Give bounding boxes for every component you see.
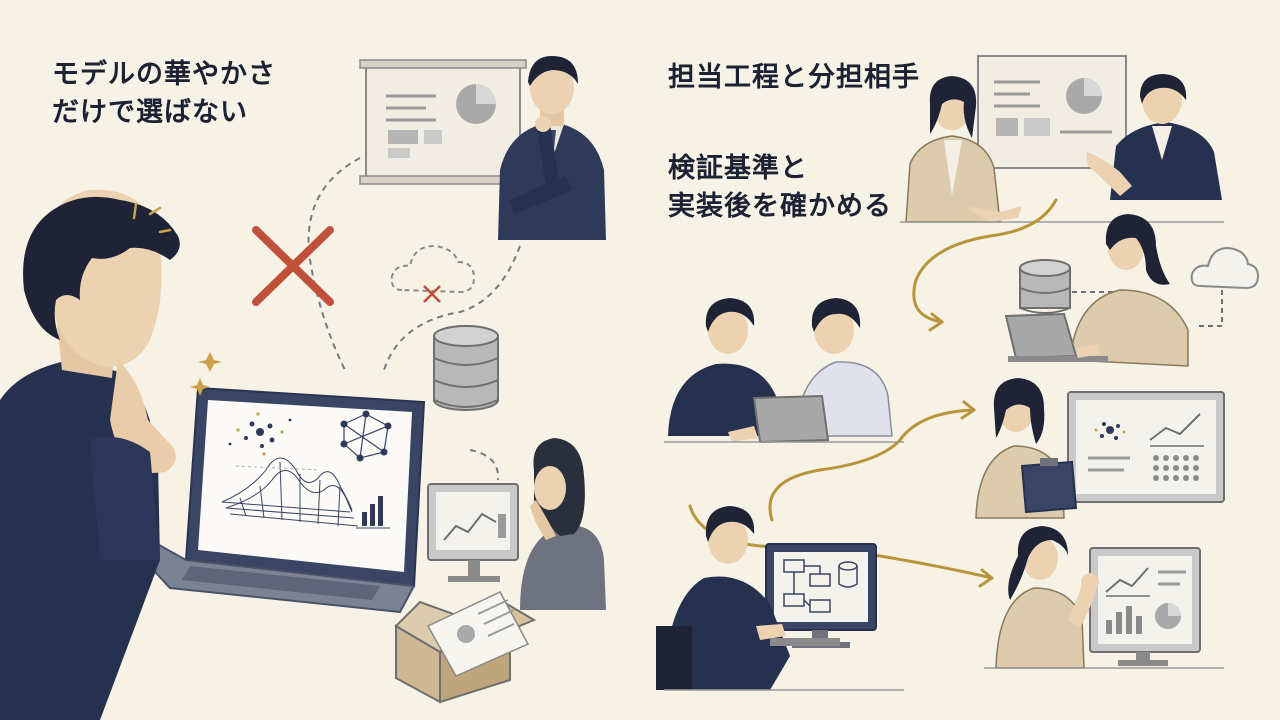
man-hoodie [656, 506, 840, 690]
sparkle-icons [132, 202, 222, 396]
right-caption-2: 検証基準と 実装後を確かめる [668, 150, 892, 226]
right-caption-2-line-2: 実装後を確かめる [668, 191, 892, 222]
surface-plot [221, 457, 359, 527]
database-icon [433, 325, 499, 411]
dashed-link-2 [1196, 290, 1223, 327]
left-caption: モデルの華やかさ だけで選ばない [52, 56, 276, 132]
woman-at-laptop [1004, 214, 1189, 367]
woman-presenter [905, 76, 1022, 223]
businessman-thinking [498, 56, 606, 240]
left-caption-line-2: だけで選ばない [52, 97, 248, 128]
man-presenter [1086, 74, 1222, 200]
red-x-icon [252, 226, 334, 306]
right-caption-1: 担当工程と分担相手 [668, 59, 920, 97]
scatter-cluster [228, 412, 292, 456]
clipboard-icon [1020, 458, 1078, 514]
woman-thinking [520, 438, 606, 610]
presentation-board-right [977, 55, 1127, 169]
database-icon-right [1019, 259, 1071, 314]
dashed-connectors [307, 157, 521, 481]
monitor-scatter [1067, 391, 1225, 503]
network-graph [340, 410, 392, 462]
presentation-board [359, 59, 527, 185]
woman-clipboard [975, 378, 1078, 519]
monitor-charts [1089, 547, 1201, 666]
woman-cheering [995, 526, 1099, 669]
laptop-left [142, 386, 426, 614]
document-sheet [426, 591, 530, 677]
mini-bar-chart [356, 496, 390, 529]
young-man-thinking [0, 189, 222, 720]
right-caption-2-line-1: 検証基準と [668, 153, 808, 184]
two-men-laptop [668, 298, 893, 444]
right-caption-1-line-1: 担当工程と分担相手 [668, 62, 920, 93]
cloud-icon [390, 244, 476, 303]
open-box [394, 591, 537, 704]
monitor-left-lower [427, 483, 519, 582]
left-caption-line-1: モデルの華やかさ [52, 59, 276, 90]
cloud-x-icon [423, 285, 441, 303]
cloud-icon-right [1190, 246, 1260, 290]
